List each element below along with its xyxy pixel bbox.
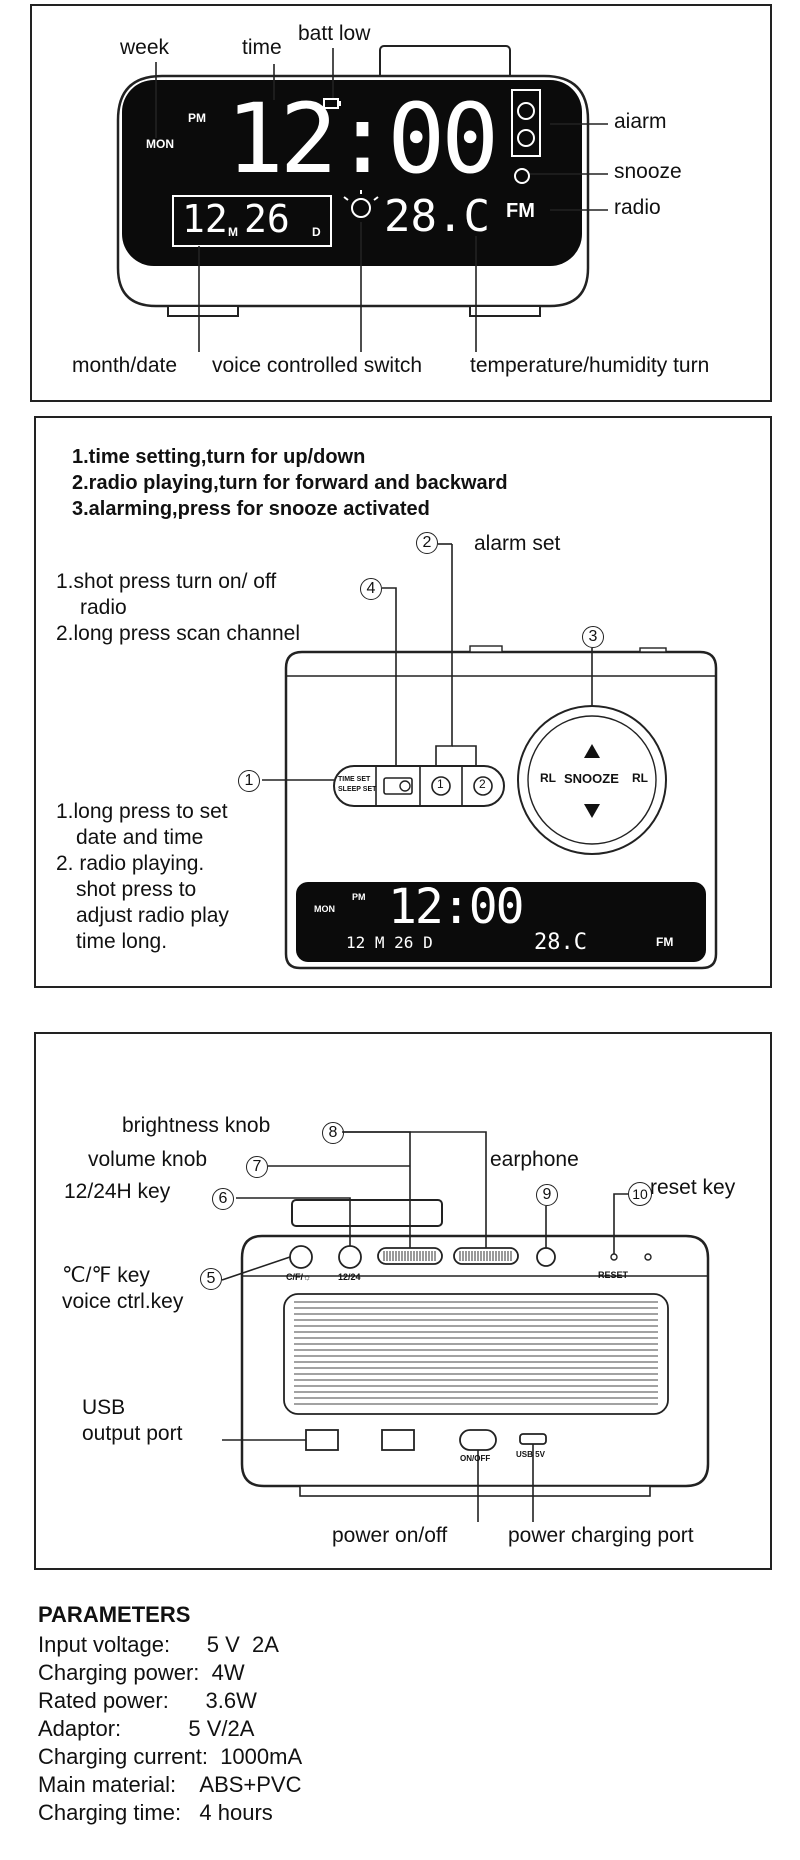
button-alarm-2-label[interactable]: 2 <box>479 777 486 791</box>
button-time-set-label[interactable]: TIME SET <box>338 776 371 783</box>
display-band: FM <box>506 200 535 222</box>
display-month: 12 <box>182 197 228 241</box>
time-desc-5: adjust radio play <box>76 904 229 927</box>
time-desc-4: shot press to <box>76 878 197 901</box>
label-reset-key: reset key <box>650 1176 736 1199</box>
callout-number-10: 10 <box>628 1182 652 1206</box>
param-rated-power: Rated power: 3.6W <box>38 1688 257 1713</box>
clock-top-view <box>284 645 718 970</box>
param-adaptor: Adaptor: 5 V/2A <box>38 1716 255 1741</box>
label-alarm: aiarm <box>614 110 667 133</box>
param-charging-power: Charging power: 4W <box>38 1660 245 1685</box>
panel2-leader-lines <box>262 543 593 781</box>
label-volume-knob: volume knob <box>88 1148 208 1171</box>
label-batt-low: batt low <box>298 22 371 45</box>
label-month-date: month/date <box>72 354 178 377</box>
device-reset-label[interactable]: RESET <box>598 1270 629 1280</box>
display-month-unit: M <box>228 225 238 239</box>
display-temperature: 28.C <box>384 191 490 242</box>
callout-number-2: 2 <box>416 532 438 554</box>
panel-controls-top <box>34 416 772 988</box>
callout-number-8: 8 <box>322 1122 344 1144</box>
button-alarm-1-label[interactable]: 1 <box>437 777 444 791</box>
label-time: time <box>242 36 282 59</box>
label-usb-output-2: output port <box>82 1422 183 1445</box>
label-temp-humidity: temperature/humidity turn <box>470 354 710 377</box>
clock-back-view <box>240 1199 710 1497</box>
device-cf-label[interactable]: C/F/☼ <box>286 1272 312 1282</box>
knob-ridges <box>383 1251 512 1261</box>
callout-number-6: 6 <box>212 1188 234 1210</box>
p2-display-ampm: PM <box>352 892 366 902</box>
knob-rl-right[interactable]: RL <box>632 771 648 785</box>
device-1224-label[interactable]: 12/24 <box>338 1272 361 1282</box>
display-day: 26 <box>244 197 290 241</box>
p2-display-time: 12:00 <box>388 879 524 935</box>
display-weekday: MON <box>146 137 174 151</box>
display-ampm: PM <box>188 111 206 125</box>
p2-display-weekday: MON <box>314 904 335 914</box>
label-cf-key: ℃/℉ key <box>62 1264 150 1287</box>
panel3-leader-lines <box>221 1131 628 1522</box>
radio-desc-1: 1.shot press turn on/ off <box>56 570 277 593</box>
callout-number-4: 4 <box>360 578 382 600</box>
param-charging-time: Charging time: 4 hours <box>38 1800 273 1825</box>
panel1-leader-lines <box>155 48 608 352</box>
param-main-material: Main material: ABS+PVC <box>38 1772 302 1797</box>
p2-display-date: 12 M 26 D <box>346 933 433 952</box>
param-charging-current: Charging current: 1000mA <box>38 1744 303 1769</box>
radio-desc-2: radio <box>80 596 127 619</box>
time-desc-3: 2. radio playing. <box>56 852 205 875</box>
label-alarm-set: alarm set <box>474 532 561 555</box>
label-1224h-key: 12/24H key <box>64 1180 171 1203</box>
device-usb5v-label[interactable]: USB 5V <box>516 1450 545 1459</box>
device-onoff-label[interactable]: ON/OFF <box>460 1454 491 1463</box>
callout-number-3: 3 <box>582 626 604 648</box>
label-brightness-knob: brightness knob <box>122 1114 271 1137</box>
panel-controls-back <box>34 1032 772 1570</box>
label-earphone: earphone <box>490 1148 579 1171</box>
instruction-3: 3.alarming,press for snooze activated <box>72 498 430 520</box>
label-voice-ctrl-key: voice ctrl.key <box>62 1290 184 1313</box>
param-input-voltage: Input voltage: 5 V 2A <box>38 1632 279 1657</box>
callout-number-5: 5 <box>200 1268 222 1290</box>
parameters-title: PARAMETERS <box>38 1602 191 1627</box>
label-radio: radio <box>614 196 661 219</box>
p2-display-band: FM <box>656 935 674 949</box>
display-day-unit: D <box>312 225 321 239</box>
label-week: week <box>120 36 170 59</box>
label-voice-controlled-switch: voice controlled switch <box>212 354 423 377</box>
knob-rl-left[interactable]: RL <box>540 771 556 785</box>
callout-number-7: 7 <box>246 1156 268 1178</box>
display-time: 12:00 <box>226 83 499 195</box>
p2-display-temperature: 28.C <box>534 930 587 955</box>
time-desc-1: 1.long press to set <box>56 800 228 823</box>
label-power-onoff: power on/off <box>332 1524 448 1547</box>
instruction-1: 1.time setting,turn for up/down <box>72 446 366 468</box>
clock-display-screen <box>172 89 541 247</box>
speaker-grille <box>294 1301 658 1405</box>
radio-desc-3: 2.long press scan channel <box>56 622 300 645</box>
clock-body-front <box>116 45 590 317</box>
knob-snooze[interactable]: SNOOZE <box>564 771 619 786</box>
label-snooze: snooze <box>614 160 682 183</box>
instruction-2: 2.radio playing,turn for forward and bac… <box>72 472 508 494</box>
time-desc-6: time long. <box>76 930 168 953</box>
label-power-charging-port: power charging port <box>508 1524 694 1547</box>
label-usb-output-1: USB <box>82 1396 126 1419</box>
callout-number-1: 1 <box>238 770 260 792</box>
time-desc-2: date and time <box>76 826 204 849</box>
callout-number-9: 9 <box>536 1184 558 1206</box>
button-sleep-set-label[interactable]: SLEEP SET <box>338 786 377 793</box>
